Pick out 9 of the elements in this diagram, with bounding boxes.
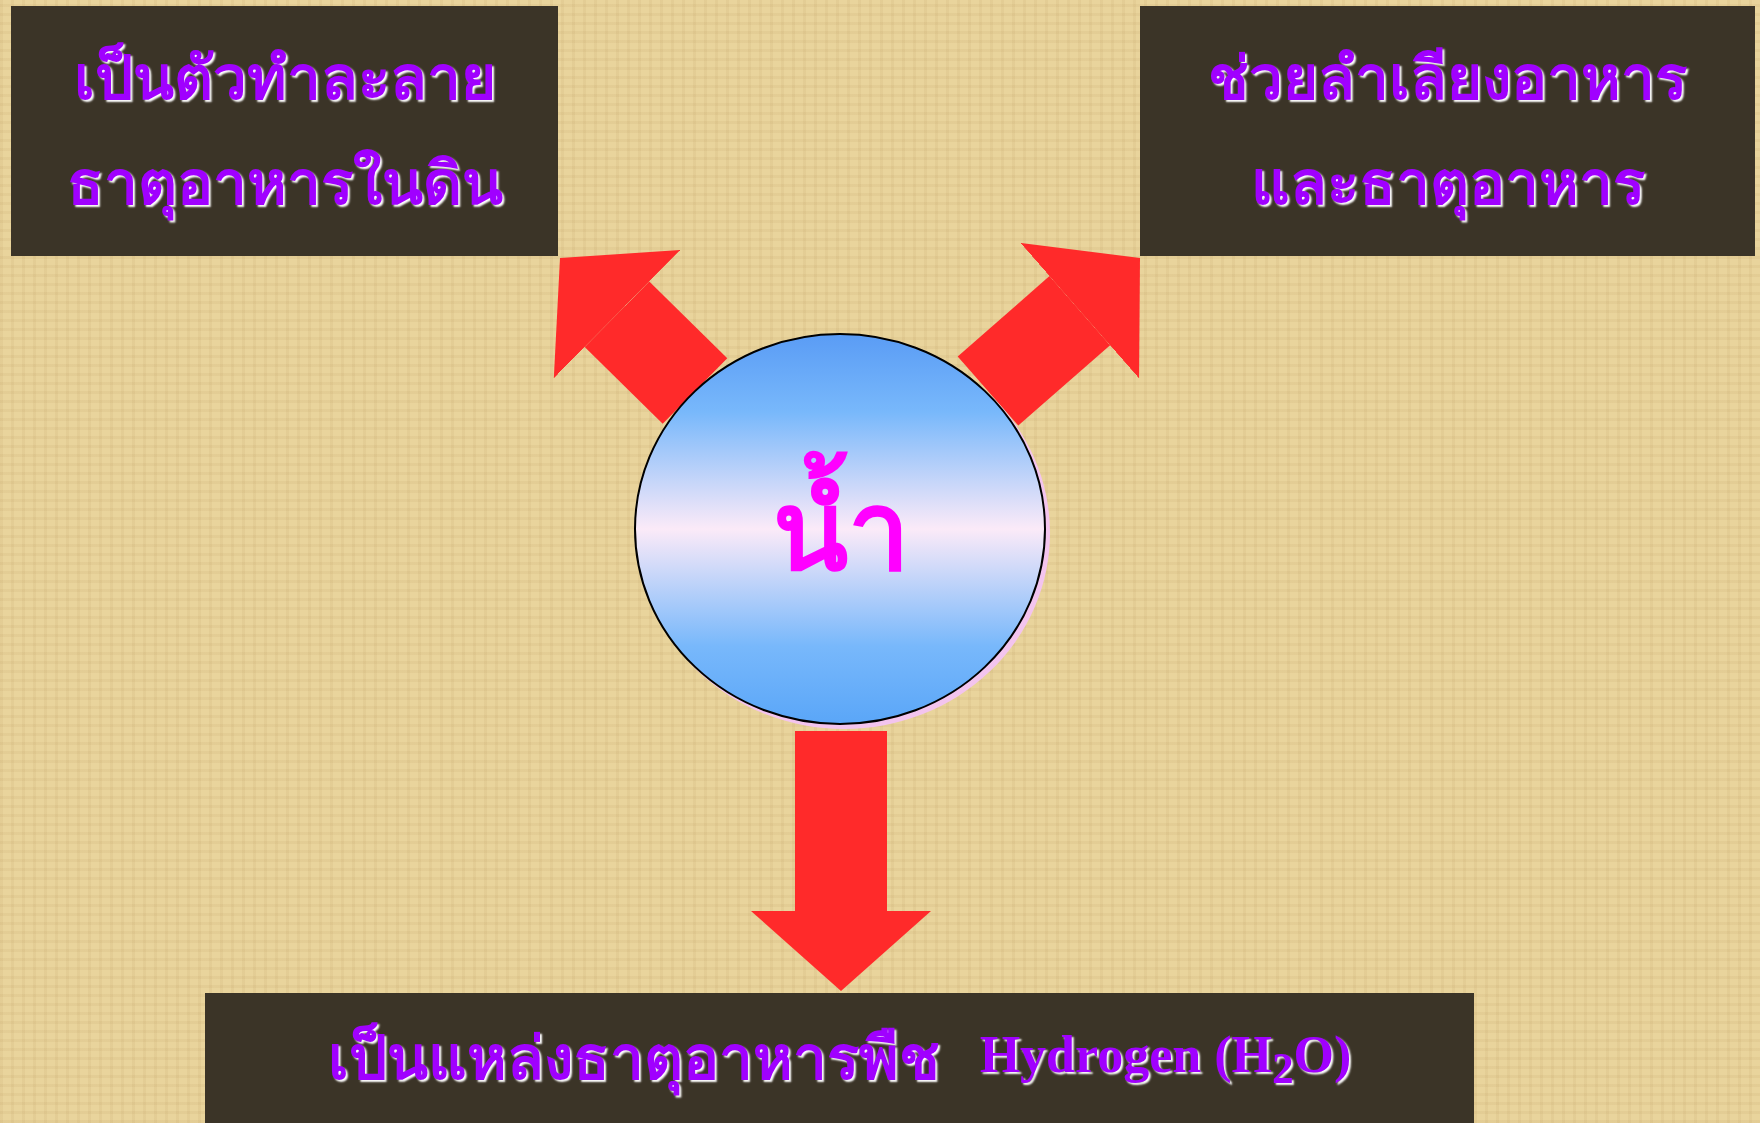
text-box bbox=[205, 993, 1474, 1123]
box-text: เป็นตัวทำละลาย ธาตุอาหารในดิน bbox=[11, 26, 558, 236]
block-arrow bbox=[751, 731, 931, 991]
box-text: ช่วยลำเลียงอาหาร และธาตุอาหาร bbox=[1140, 26, 1755, 236]
box-text: เป็นแหล่งธาตุอาหารพืช bbox=[327, 1005, 940, 1111]
circle-label: น้ำ bbox=[772, 443, 910, 617]
box-text: Hydrogen (H$_{2}$O) bbox=[979, 1024, 1352, 1095]
text-box bbox=[11, 6, 558, 256]
text-box bbox=[1140, 6, 1755, 256]
